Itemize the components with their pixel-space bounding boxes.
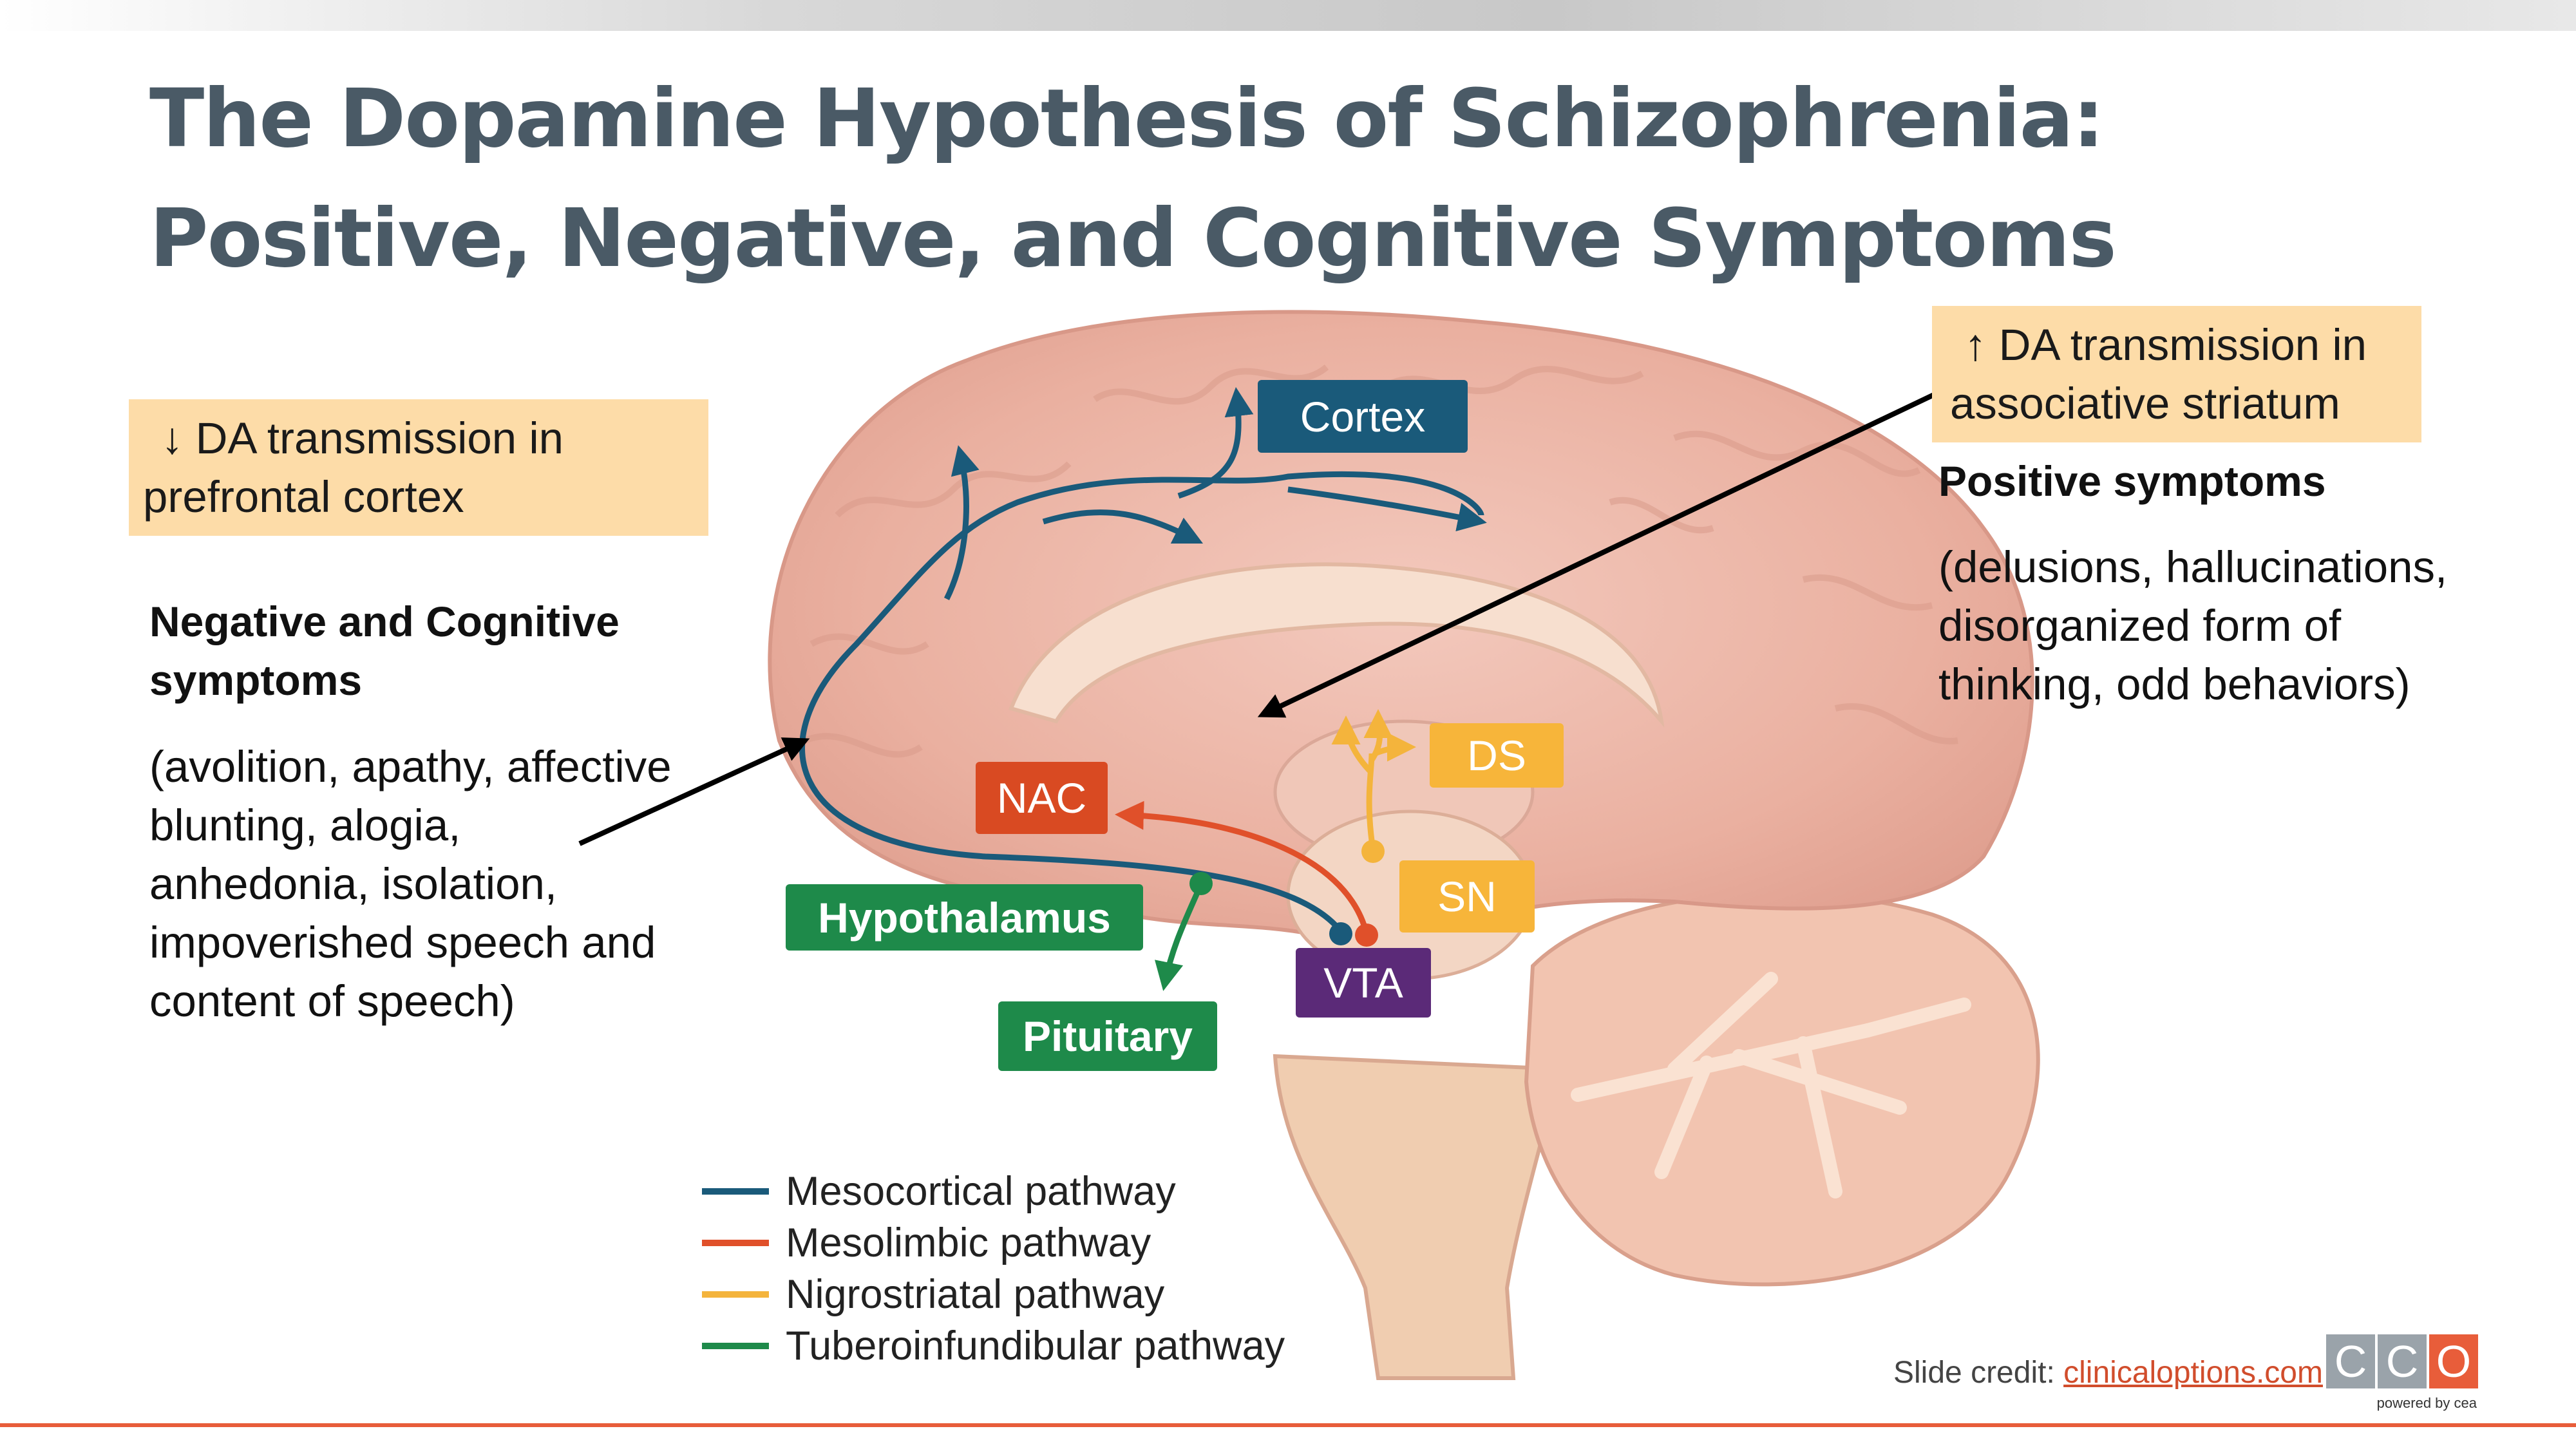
top-bar [0,0,2576,31]
slide-credit: Slide credit: clinicaloptions.com [1893,1355,2323,1390]
mesolimbic-path [1115,800,1370,935]
legend-label: Tuberoinfundibular pathway [786,1323,1285,1368]
right-body-line: (delusions, hallucinations, [1938,542,2448,592]
left-body-line: (avolition, apathy, affective [149,742,672,791]
label-cortex: Cortex [1258,380,1468,453]
legend-swatch-nigrostriatal [702,1291,769,1298]
logo-letter: O [2429,1334,2478,1388]
hypothalamus-dot [1189,872,1213,895]
logo-letter: C [2378,1334,2427,1388]
label-vta: VTA [1296,948,1431,1018]
logo-letter: C [2326,1334,2375,1388]
right-da-box: ↑ DA transmission in associative striatu… [1932,306,2421,442]
nigrostriatal-path [1366,753,1376,851]
left-box-line-2: prefrontal cortex [143,472,464,522]
vta-dot-red [1355,923,1378,947]
label-hypothalamus: Hypothalamus [786,884,1143,951]
credit-link[interactable]: clinicaloptions.com [2063,1356,2323,1390]
left-heading: Negative and Cognitive symptoms [149,592,620,710]
right-arrow [1257,384,1953,718]
label-nac: NAC [976,762,1108,834]
title-line-1: The Dopamine Hypothesis of Schizophrenia… [149,72,2105,166]
left-body-line: impoverished speech and [149,918,656,967]
left-body-line: blunting, alogia, [149,800,461,850]
brain-stem [1273,1054,1561,1380]
mesocortical-path-main [799,471,1484,936]
bottom-rule [0,1423,2576,1427]
title-line-2: Positive, Negative, and Cognitive Sympto… [149,192,2117,285]
legend-item: Mesolimbic pathway [702,1217,1285,1269]
legend-swatch-mesocortical [702,1188,769,1195]
right-heading: Positive symptoms [1938,457,2326,505]
left-box-line-1: ↓ DA transmission in [161,413,564,463]
page-title: The Dopamine Hypothesis of Schizophrenia… [149,59,2210,299]
legend-item: Nigrostriatal pathway [702,1269,1285,1320]
left-body-line: anhedonia, isolation, [149,859,557,909]
right-box-line-1: ↑ DA transmission in [1964,320,2367,370]
left-body-line: content of speech) [149,976,515,1026]
legend-item: Mesocortical pathway [702,1166,1285,1217]
left-heading-line-1: Negative and Cognitive [149,598,620,645]
tuberoinfundibular-path [1155,883,1204,991]
right-body: (delusions, hallucinations, disorganized… [1938,538,2447,714]
left-heading-line-2: symptoms [149,656,363,704]
legend-item: Tuberoinfundibular pathway [702,1320,1285,1372]
mesocortical-branch-mid [1042,509,1204,544]
vta-dot-blue [1329,922,1352,945]
legend-label: Nigrostriatal pathway [786,1272,1165,1317]
credit-prefix: Slide credit: [1893,1356,2064,1390]
logo-tagline: powered by cea [2376,1395,2477,1411]
left-da-box: ↓ DA transmission in prefrontal cortex [129,399,708,536]
left-arrow [578,737,810,846]
label-pituitary: Pituitary [998,1001,1217,1071]
legend-label: Mesocortical pathway [786,1169,1176,1214]
right-body-line: thinking, odd behaviors) [1938,659,2410,709]
cco-logo: C C O powered by cea [2326,1334,2481,1412]
right-body-line: disorganized form of [1938,601,2342,650]
right-box-line-2: associative striatum [1950,379,2340,428]
legend-swatch-tuberoinfundibular [702,1343,769,1349]
legend-swatch-mesolimbic [702,1240,769,1246]
sn-dot [1361,840,1385,863]
legend: Mesocortical pathway Mesolimbic pathway … [702,1166,1285,1372]
legend-label: Mesolimbic pathway [786,1220,1151,1265]
mesocortical-branch-right [1287,486,1487,532]
mesocortical-branch-up [943,445,980,601]
mesocortical-branch-cortex [1177,387,1254,499]
label-ds: DS [1430,723,1564,788]
left-body: (avolition, apathy, affective blunting, … [149,737,672,1030]
label-sn: SN [1399,860,1535,933]
